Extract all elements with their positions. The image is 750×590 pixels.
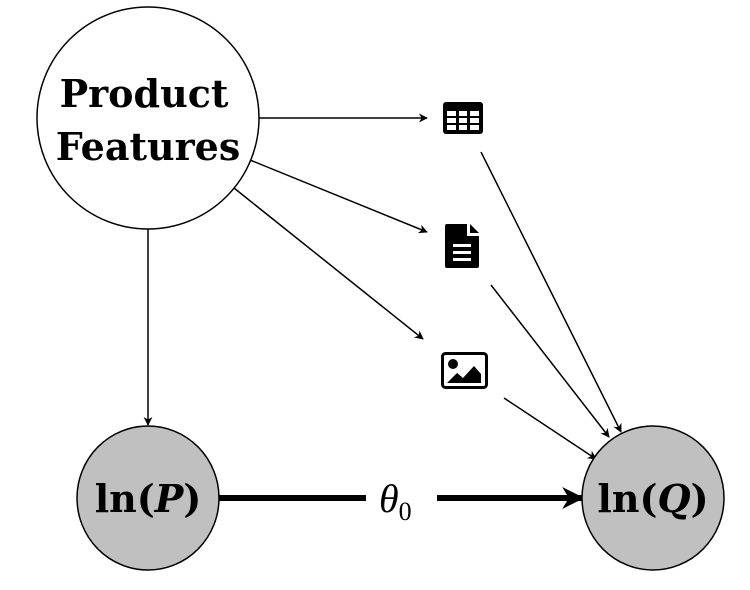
edge-image-to-lnq: [503, 397, 597, 460]
edge-document-to-lnq: [490, 284, 610, 438]
edge-features-to-document: [249, 159, 428, 234]
ln-p-label: ln(P): [95, 476, 202, 521]
ln-p-node: ln(P): [76, 425, 220, 571]
product-features-node: Product Features: [36, 6, 260, 230]
edge-table-to-lnq: [480, 151, 622, 433]
ln-q-label: ln(Q): [597, 476, 708, 521]
document-icon: [445, 224, 479, 268]
theta-label: θ0: [379, 476, 412, 526]
edge-features-to-image: [233, 187, 424, 340]
table-icon: [443, 102, 483, 134]
product-features-line1: Product: [60, 71, 229, 116]
product-features-line2: Features: [56, 124, 240, 169]
ln-q-node: ln(Q): [581, 425, 725, 571]
image-icon: [441, 352, 488, 389]
